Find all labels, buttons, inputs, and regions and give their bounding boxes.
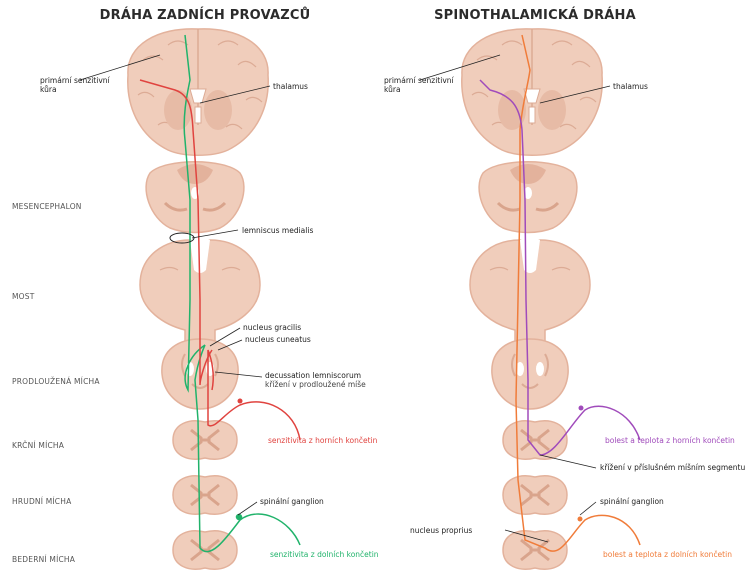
label-thalamus-left: thalamus [273, 82, 308, 91]
label-upper-right: bolest a teplota z horních končetin [605, 436, 735, 445]
level-mesencephalon: MESENCEPHALON [12, 202, 82, 211]
label-decussation-sub: křížení v prodloužené míše [265, 380, 366, 389]
thoracic-cord-right [503, 476, 567, 514]
title-right: SPINOTHALAMICKÁ DRÁHA [425, 8, 645, 23]
pons-right [470, 237, 590, 345]
label-decussation-title: decussation lemniscorum [265, 371, 361, 380]
label-thalamus-right: thalamus [613, 82, 648, 91]
label-lower-right: bolest a teplota z dolních končetin [603, 550, 732, 559]
label-lemniscus: lemniscus medialis [242, 226, 313, 235]
mesencephalon-right [479, 162, 577, 233]
label-decussation: decussation lemniscorum křížení v prodlo… [265, 371, 366, 389]
title-left: DRÁHA ZADNÍCH PROVAZCŮ [95, 8, 315, 23]
label-crossing: křížení v příslušném míšním segmentu [600, 463, 745, 472]
label-ganglion-left: spinální ganglion [260, 497, 324, 506]
label-upper-left: senzitivita z horních končetin [268, 436, 377, 445]
medulla-right [492, 339, 568, 409]
level-prodlouzena: PRODLOUŽENÁ MÍCHA [12, 377, 100, 386]
label-cortex-left: primární senzitivní kůra [40, 76, 120, 94]
level-hrudni: HRUDNÍ MÍCHA [12, 497, 71, 506]
level-krcni: KRČNÍ MÍCHA [12, 441, 64, 450]
level-most: MOST [12, 292, 35, 301]
thoracic-cord-left [173, 476, 237, 514]
brain-right [462, 29, 602, 155]
level-bederni: BEDERNÍ MÍCHA [12, 555, 75, 564]
cervical-cord-left [173, 421, 237, 459]
label-cuneatus: nucleus cuneatus [245, 335, 311, 344]
cervical-cord-right [503, 421, 567, 459]
label-lower-left: senzitivita z dolních končetin [270, 550, 379, 559]
brain-left [128, 29, 268, 155]
mesencephalon-left [146, 162, 244, 233]
label-ganglion-right: spinální ganglion [600, 497, 664, 506]
label-gracilis: nucleus gracilis [243, 323, 301, 332]
label-proprius: nucleus proprius [410, 526, 472, 535]
label-cortex-right: primární senzitivní kůra [384, 76, 464, 94]
